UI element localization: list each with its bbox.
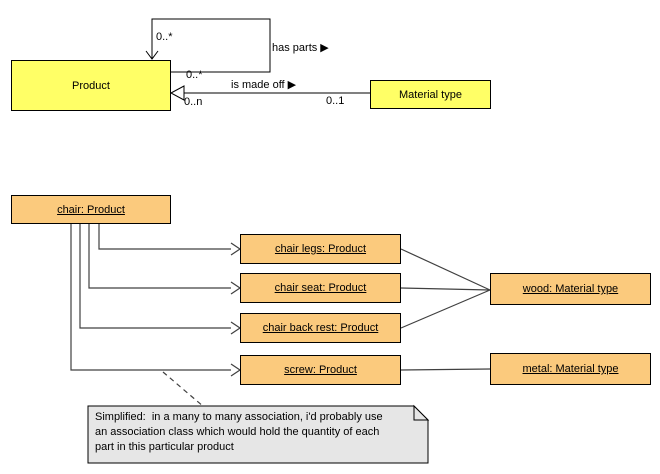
link-parts-to-wood[interactable] — [400, 248, 491, 329]
object-box-metal[interactable]: metal: Material type — [490, 353, 651, 385]
note[interactable]: Simplified: in a many to many associatio… — [95, 410, 420, 455]
open-arrowhead-icon — [230, 242, 242, 256]
class-label-material-type: Material type — [399, 88, 462, 101]
note-anchor-dashed-line[interactable] — [162, 371, 205, 408]
multiplicity-made-off-product-bottom: 0..n — [184, 96, 203, 108]
open-arrowhead-icon — [230, 281, 242, 295]
hollow-triangle-arrowhead-icon — [169, 85, 185, 101]
association-label-has-parts: has parts ▶ — [272, 42, 329, 54]
note-line-2: an association class which would hold th… — [95, 426, 380, 438]
association-label-is-made-off: is made off ▶ — [231, 79, 297, 91]
link-chair-to-chair-seat[interactable] — [88, 224, 242, 295]
object-label-chair-seat: chair seat: Product — [274, 282, 367, 294]
object-label-wood: wood: Material type — [522, 283, 619, 295]
object-label-chair-back-rest: chair back rest: Product — [262, 322, 379, 334]
open-arrowhead-icon — [230, 363, 242, 377]
link-chair-to-chair-legs[interactable] — [98, 224, 242, 256]
object-box-chair-back-rest[interactable]: chair back rest: Product — [240, 313, 401, 343]
object-label-metal: metal: Material type — [522, 363, 619, 375]
note-line-1: Simplified: in a many to many associatio… — [95, 411, 383, 423]
note-line-3: part in this particular product — [95, 441, 234, 453]
object-box-wood[interactable]: wood: Material type — [490, 273, 651, 305]
object-label-screw: screw: Product — [284, 364, 357, 376]
class-box-product[interactable]: Product — [11, 60, 171, 111]
object-label-chair: chair: Product — [57, 203, 125, 216]
multiplicity-made-off-material: 0..1 — [326, 95, 345, 107]
link-chair-to-chair-back-rest[interactable] — [79, 224, 242, 335]
object-box-chair-legs[interactable]: chair legs: Product — [240, 234, 401, 264]
link-chair-to-screw[interactable] — [70, 224, 242, 377]
class-box-material-type[interactable]: Material type — [370, 80, 491, 109]
object-label-chair-legs: chair legs: Product — [274, 243, 367, 255]
multiplicity-made-off-product-top: 0..* — [186, 69, 203, 81]
link-screw-to-metal[interactable] — [400, 368, 491, 371]
object-box-chair[interactable]: chair: Product — [11, 195, 171, 224]
object-box-screw[interactable]: screw: Product — [240, 355, 401, 385]
class-label-product: Product — [72, 79, 110, 92]
open-arrowhead-icon — [145, 50, 159, 60]
object-box-chair-seat[interactable]: chair seat: Product — [240, 273, 401, 303]
open-arrowhead-icon — [230, 321, 242, 335]
multiplicity-has-parts: 0..* — [156, 31, 173, 43]
